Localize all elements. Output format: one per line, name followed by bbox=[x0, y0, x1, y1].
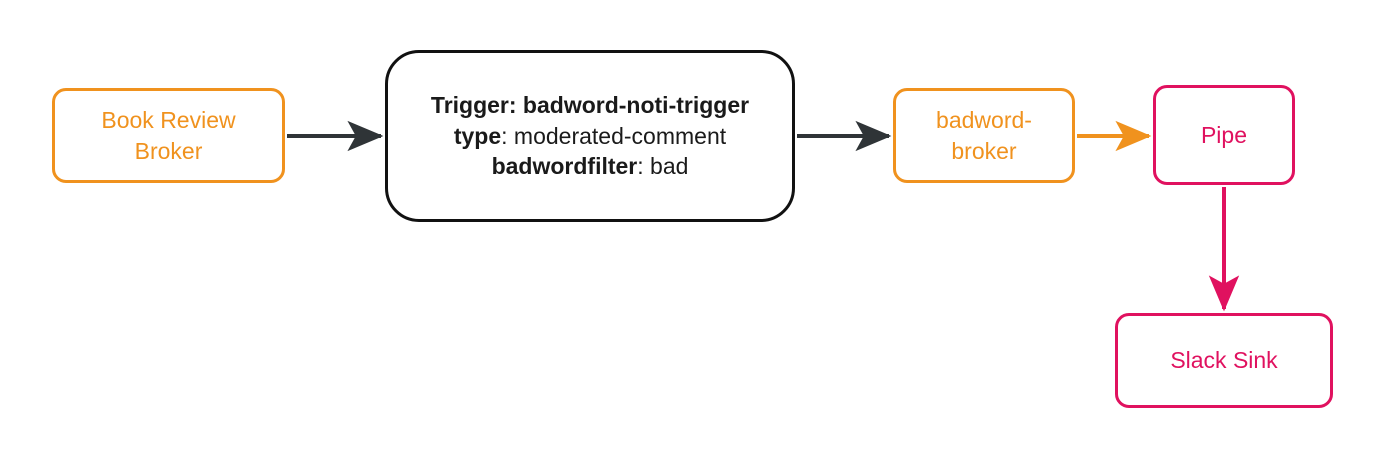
node-trigger-key-trigger: Trigger: bbox=[430, 92, 517, 119]
node-trigger[interactable]: Trigger: badword-noti-trigger type: mode… bbox=[385, 50, 795, 222]
node-book-review-broker-line1: Book Review bbox=[101, 107, 236, 134]
node-trigger-key-type: type bbox=[453, 122, 502, 149]
node-trigger-line-badwordfilter: badwordfilter: bad bbox=[394, 151, 786, 181]
node-trigger-key-badwordfilter: badwordfilter bbox=[491, 153, 638, 180]
node-badword-broker-label: badword- broker bbox=[896, 105, 1072, 166]
node-trigger-value-type: : moderated-comment bbox=[501, 122, 727, 149]
node-trigger-label: Trigger: badword-noti-trigger type: mode… bbox=[388, 90, 792, 181]
node-trigger-line-type: type: moderated-comment bbox=[394, 121, 786, 151]
node-badword-broker[interactable]: badword- broker bbox=[893, 88, 1075, 183]
node-pipe-label: Pipe bbox=[1200, 121, 1248, 148]
node-book-review-broker[interactable]: Book Review Broker bbox=[52, 88, 285, 183]
node-book-review-broker-label: Book Review Broker bbox=[55, 105, 282, 166]
node-slack-sink-label: Slack Sink bbox=[1170, 347, 1278, 374]
node-trigger-value-trigger: badword-noti-trigger bbox=[516, 92, 750, 119]
node-badword-broker-line2: broker bbox=[951, 137, 1017, 164]
node-trigger-line-trigger: Trigger: badword-noti-trigger bbox=[394, 90, 786, 120]
node-badword-broker-line1: badword- bbox=[936, 107, 1032, 134]
node-pipe[interactable]: Pipe bbox=[1153, 85, 1295, 185]
node-slack-sink[interactable]: Slack Sink bbox=[1115, 313, 1333, 408]
node-trigger-value-badwordfilter: : bad bbox=[637, 153, 689, 180]
node-book-review-broker-line2: Broker bbox=[134, 137, 203, 164]
